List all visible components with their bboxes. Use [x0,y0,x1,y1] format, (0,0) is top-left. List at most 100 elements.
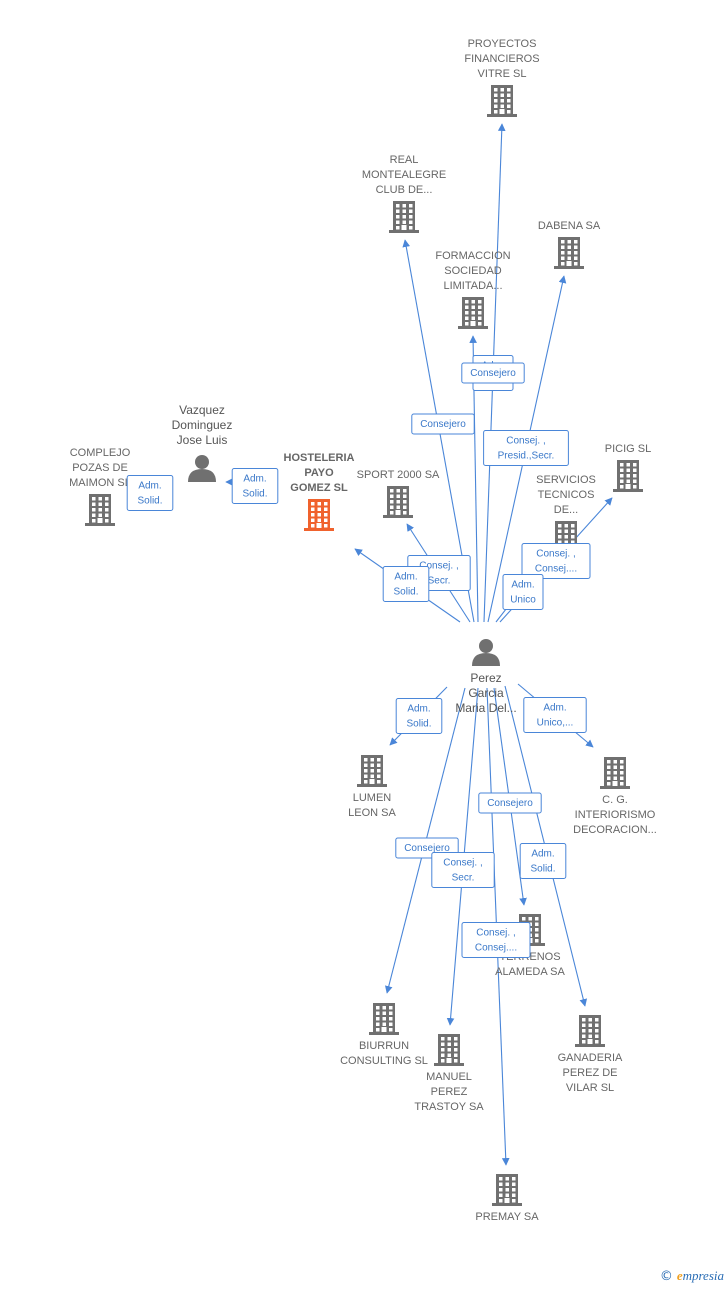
person-icon [188,455,216,482]
node-label-line: CONSULTING SL [340,1055,428,1067]
node-label-line: SPORT 2000 SA [357,469,440,481]
company-node-proyectos[interactable]: PROYECTOS FINANCIEROS VITRE SL [464,38,540,117]
node-label-line: VILAR SL [566,1082,614,1094]
node-label-line: HOSTELERIA [284,452,355,464]
edge-label-text: Consejero [404,843,450,854]
node-label-line: CLUB DE... [376,184,433,196]
edge-label-box [523,697,587,733]
building-icon [369,1003,399,1035]
node-label-line: FINANCIEROS [464,53,539,65]
company-node-formaccion[interactable]: FORMACCIONSOCIEDADLIMITADA... [435,250,511,329]
node-label-line: DE... [554,504,578,516]
brand-initial: e [676,1268,683,1283]
node-label-line: COMPLEJO [70,447,131,459]
node-label-line: FORMACCION [435,250,510,262]
edge-label-text: Adm. [531,849,554,860]
company-node-premay[interactable]: PREMAY SA [475,1174,539,1223]
edge-label[interactable]: Adm.Solid. [395,698,443,734]
person-icon [472,639,500,666]
edge-label-box [461,362,525,384]
edge-label-text: Solid. [393,587,418,598]
node-label-line: Maria Del... [455,701,516,715]
edge-label[interactable]: Consejero [461,362,525,384]
edge-label[interactable]: Adm. Unico,... [523,697,587,733]
edge-label[interactable]: Consej. , Presid.,Secr. [483,430,569,466]
edge-label[interactable]: Consejero [411,413,475,435]
company-node-cg[interactable]: C. G.INTERIORISMODECORACION... [573,757,657,836]
edge-label[interactable]: Consej. ,Consej.... [521,543,591,579]
company-node-dabena[interactable]: DABENA SA [538,220,601,269]
company-node-real[interactable]: REAL MONTEALEGRE CLUB DE... [362,154,446,233]
node-label-line: PAYO [304,467,334,479]
edge-label-text: Presid.,Secr. [498,451,555,462]
node-label-line: PICIG SL [605,443,651,455]
node-label-line: LIMITADA... [443,280,502,292]
edge-label-text: Consej. , [443,858,482,869]
node-label-line: LEON SA [348,807,396,819]
building-icon [554,237,584,269]
edge-label-text: Solid. [137,496,162,507]
empresia-footer[interactable]: ©empresia [660,1268,724,1284]
edge-label-text: Unico [510,595,536,606]
edge-labels-layer: Adm.UnicoConsejeroConsejeroConsej. ,Pres… [126,355,591,958]
company-node-picig[interactable]: PICIG SL [605,443,651,492]
edge-label-box [382,566,430,602]
node-label-line: PROYECTOS [468,38,537,50]
edge-label-text: Consej. , [419,561,458,572]
node-label-line: REAL [390,154,419,166]
edge-label[interactable]: Adm. Solid. [126,475,174,511]
edge-label-text: Adm. [543,703,566,714]
node-label-line: TRASTOY SA [414,1101,484,1113]
edge-label[interactable]: Consej. ,Secr. [431,852,495,888]
node-label-line: ALAMEDA SA [495,966,565,978]
company-node-servicios[interactable]: SERVICIOSTECNICOSDE... [536,474,596,553]
building-icon [383,486,413,518]
node-label-line: GOMEZ SL [290,482,348,494]
edge-label-text: Adm. [243,474,266,485]
node-label-line: GANADERIA [558,1052,623,1064]
node-label-line: VITRE SL [478,68,527,80]
company-node-sport2000[interactable]: SPORT 2000 SA [357,469,440,518]
edge-label-text: Solid. [242,489,267,500]
nodes-layer: PROYECTOS FINANCIEROS VITRE SL REAL MONTEALE… [69,38,657,1223]
node-label-line: SERVICIOS [536,474,596,486]
edge-label-box [483,430,569,466]
building-icon [85,494,115,526]
node-label-line: PEREZ [431,1086,468,1098]
edge-label[interactable]: Consejero [478,792,542,814]
company-node-hosteleria[interactable]: HOSTELERIA PAYO GOMEZ SL [284,452,355,531]
edge-label[interactable]: Adm. Solid. [231,468,279,504]
edge-label-box [521,543,591,579]
edge-label-text: Consej. , [536,549,575,560]
edge-label[interactable]: Adm. Solid. [382,566,430,602]
edge-label-text: Consejero [487,798,533,809]
edge-label-box [395,698,443,734]
node-label-line: Perez [470,671,501,685]
building-icon [600,757,630,789]
building-icon [304,499,334,531]
edge-label[interactable]: Consej. ,Consej.... [461,922,531,958]
edge-label-text: Consej. , [506,436,545,447]
edge-label-text: Consejero [470,368,516,379]
building-icon [613,460,643,492]
edge-label-text: Unico,... [537,718,574,729]
edge-label-box [519,843,567,879]
edge-label-box [231,468,279,504]
edge-label-text: Adm. [511,580,534,591]
edge-label-text: Adm. [138,481,161,492]
edge-label[interactable]: Adm. Unico [502,574,544,610]
edge-label[interactable]: Adm.Solid. [519,843,567,879]
edge-label-box [126,475,174,511]
node-label-line: LUMEN [353,792,392,804]
company-node-lumen[interactable]: LUMEN LEON SA [348,755,397,819]
node-label-line: PREMAY SA [475,1211,539,1223]
building-icon [389,201,419,233]
node-label-line: MONTEALEGRE [362,169,446,181]
edge-label-text: Adm. [394,572,417,583]
